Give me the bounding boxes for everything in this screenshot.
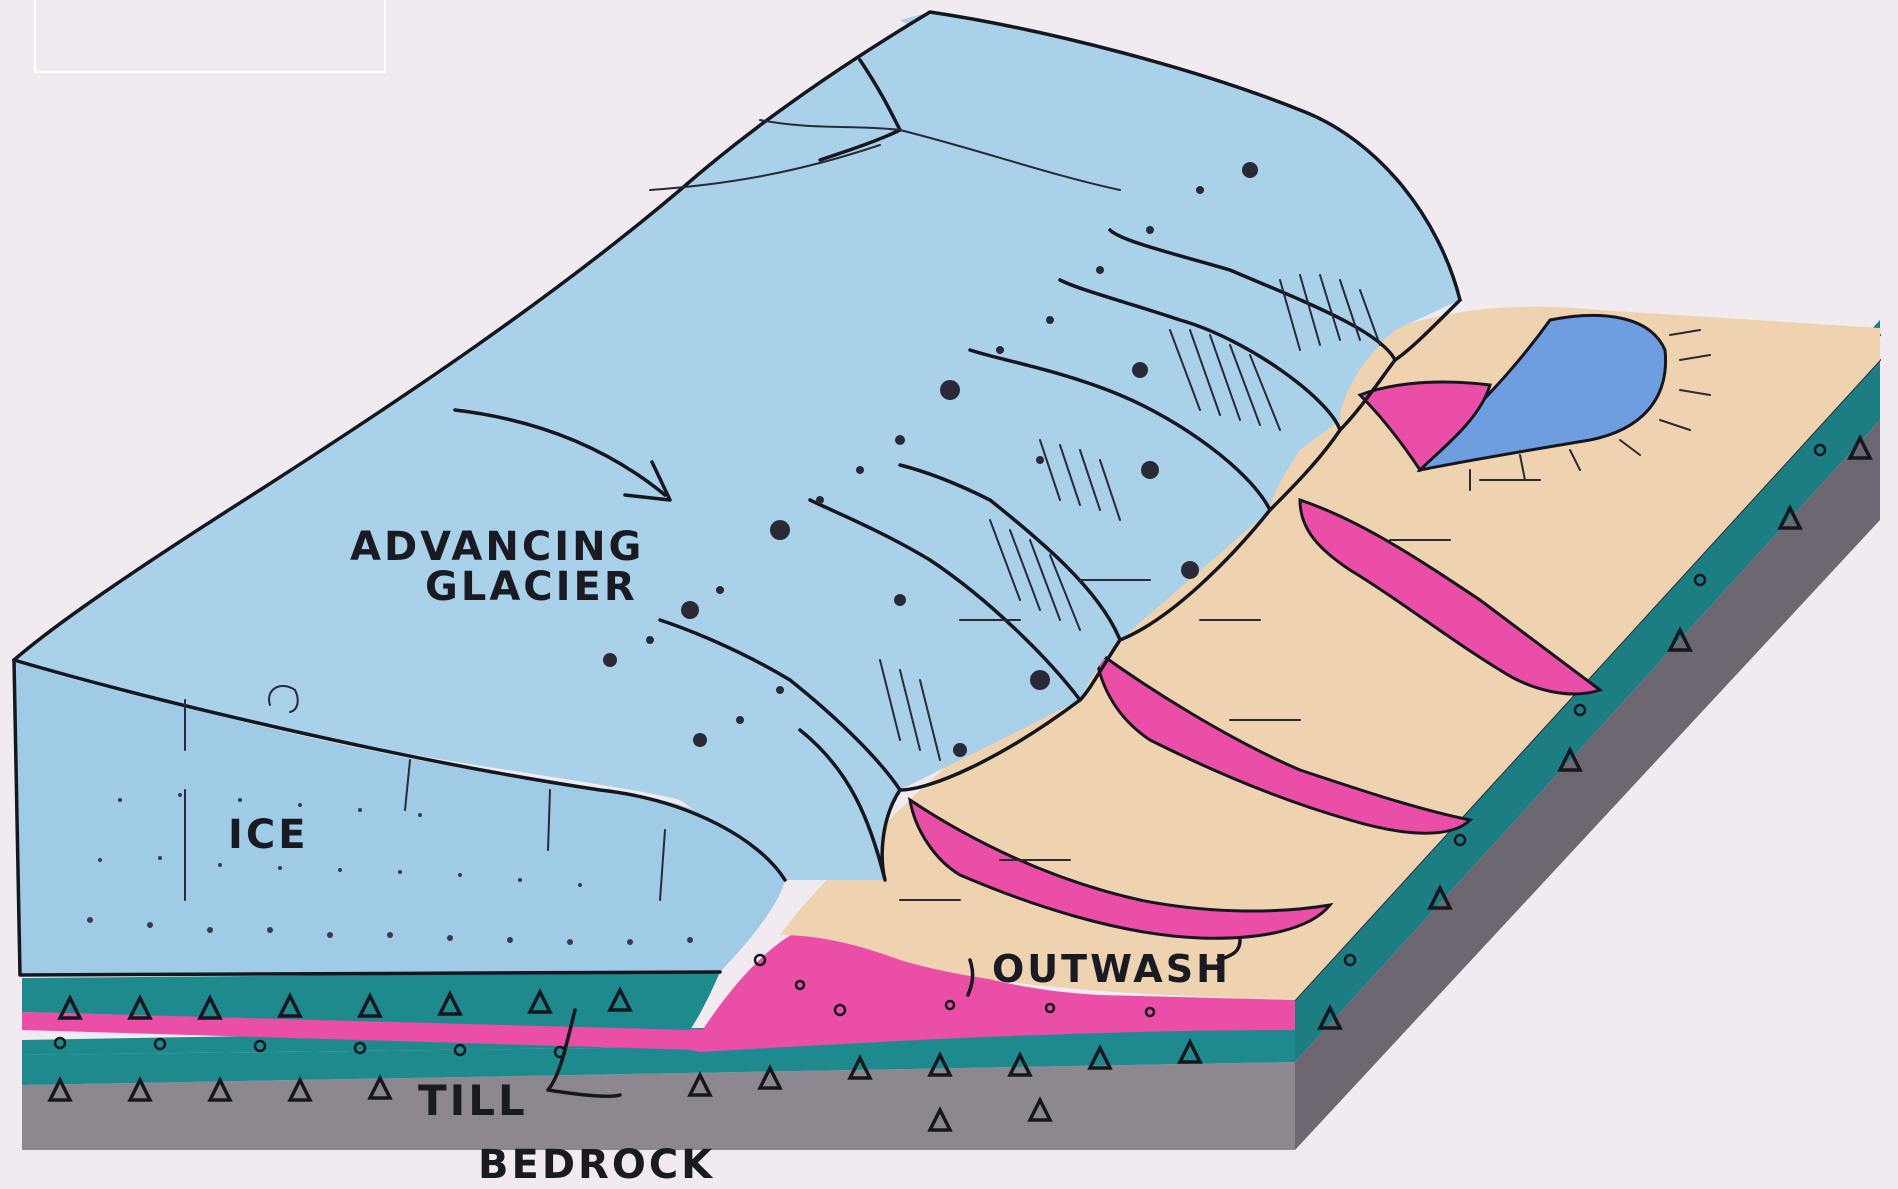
corner-frame bbox=[35, 0, 385, 72]
label-ice: ICE bbox=[228, 812, 309, 858]
label-bedrock: BEDROCK bbox=[478, 1142, 715, 1185]
label-till: TILL bbox=[418, 1076, 528, 1125]
label-glacier: GLACIER bbox=[425, 564, 638, 610]
label-outwash: OUTWASH bbox=[992, 947, 1231, 991]
